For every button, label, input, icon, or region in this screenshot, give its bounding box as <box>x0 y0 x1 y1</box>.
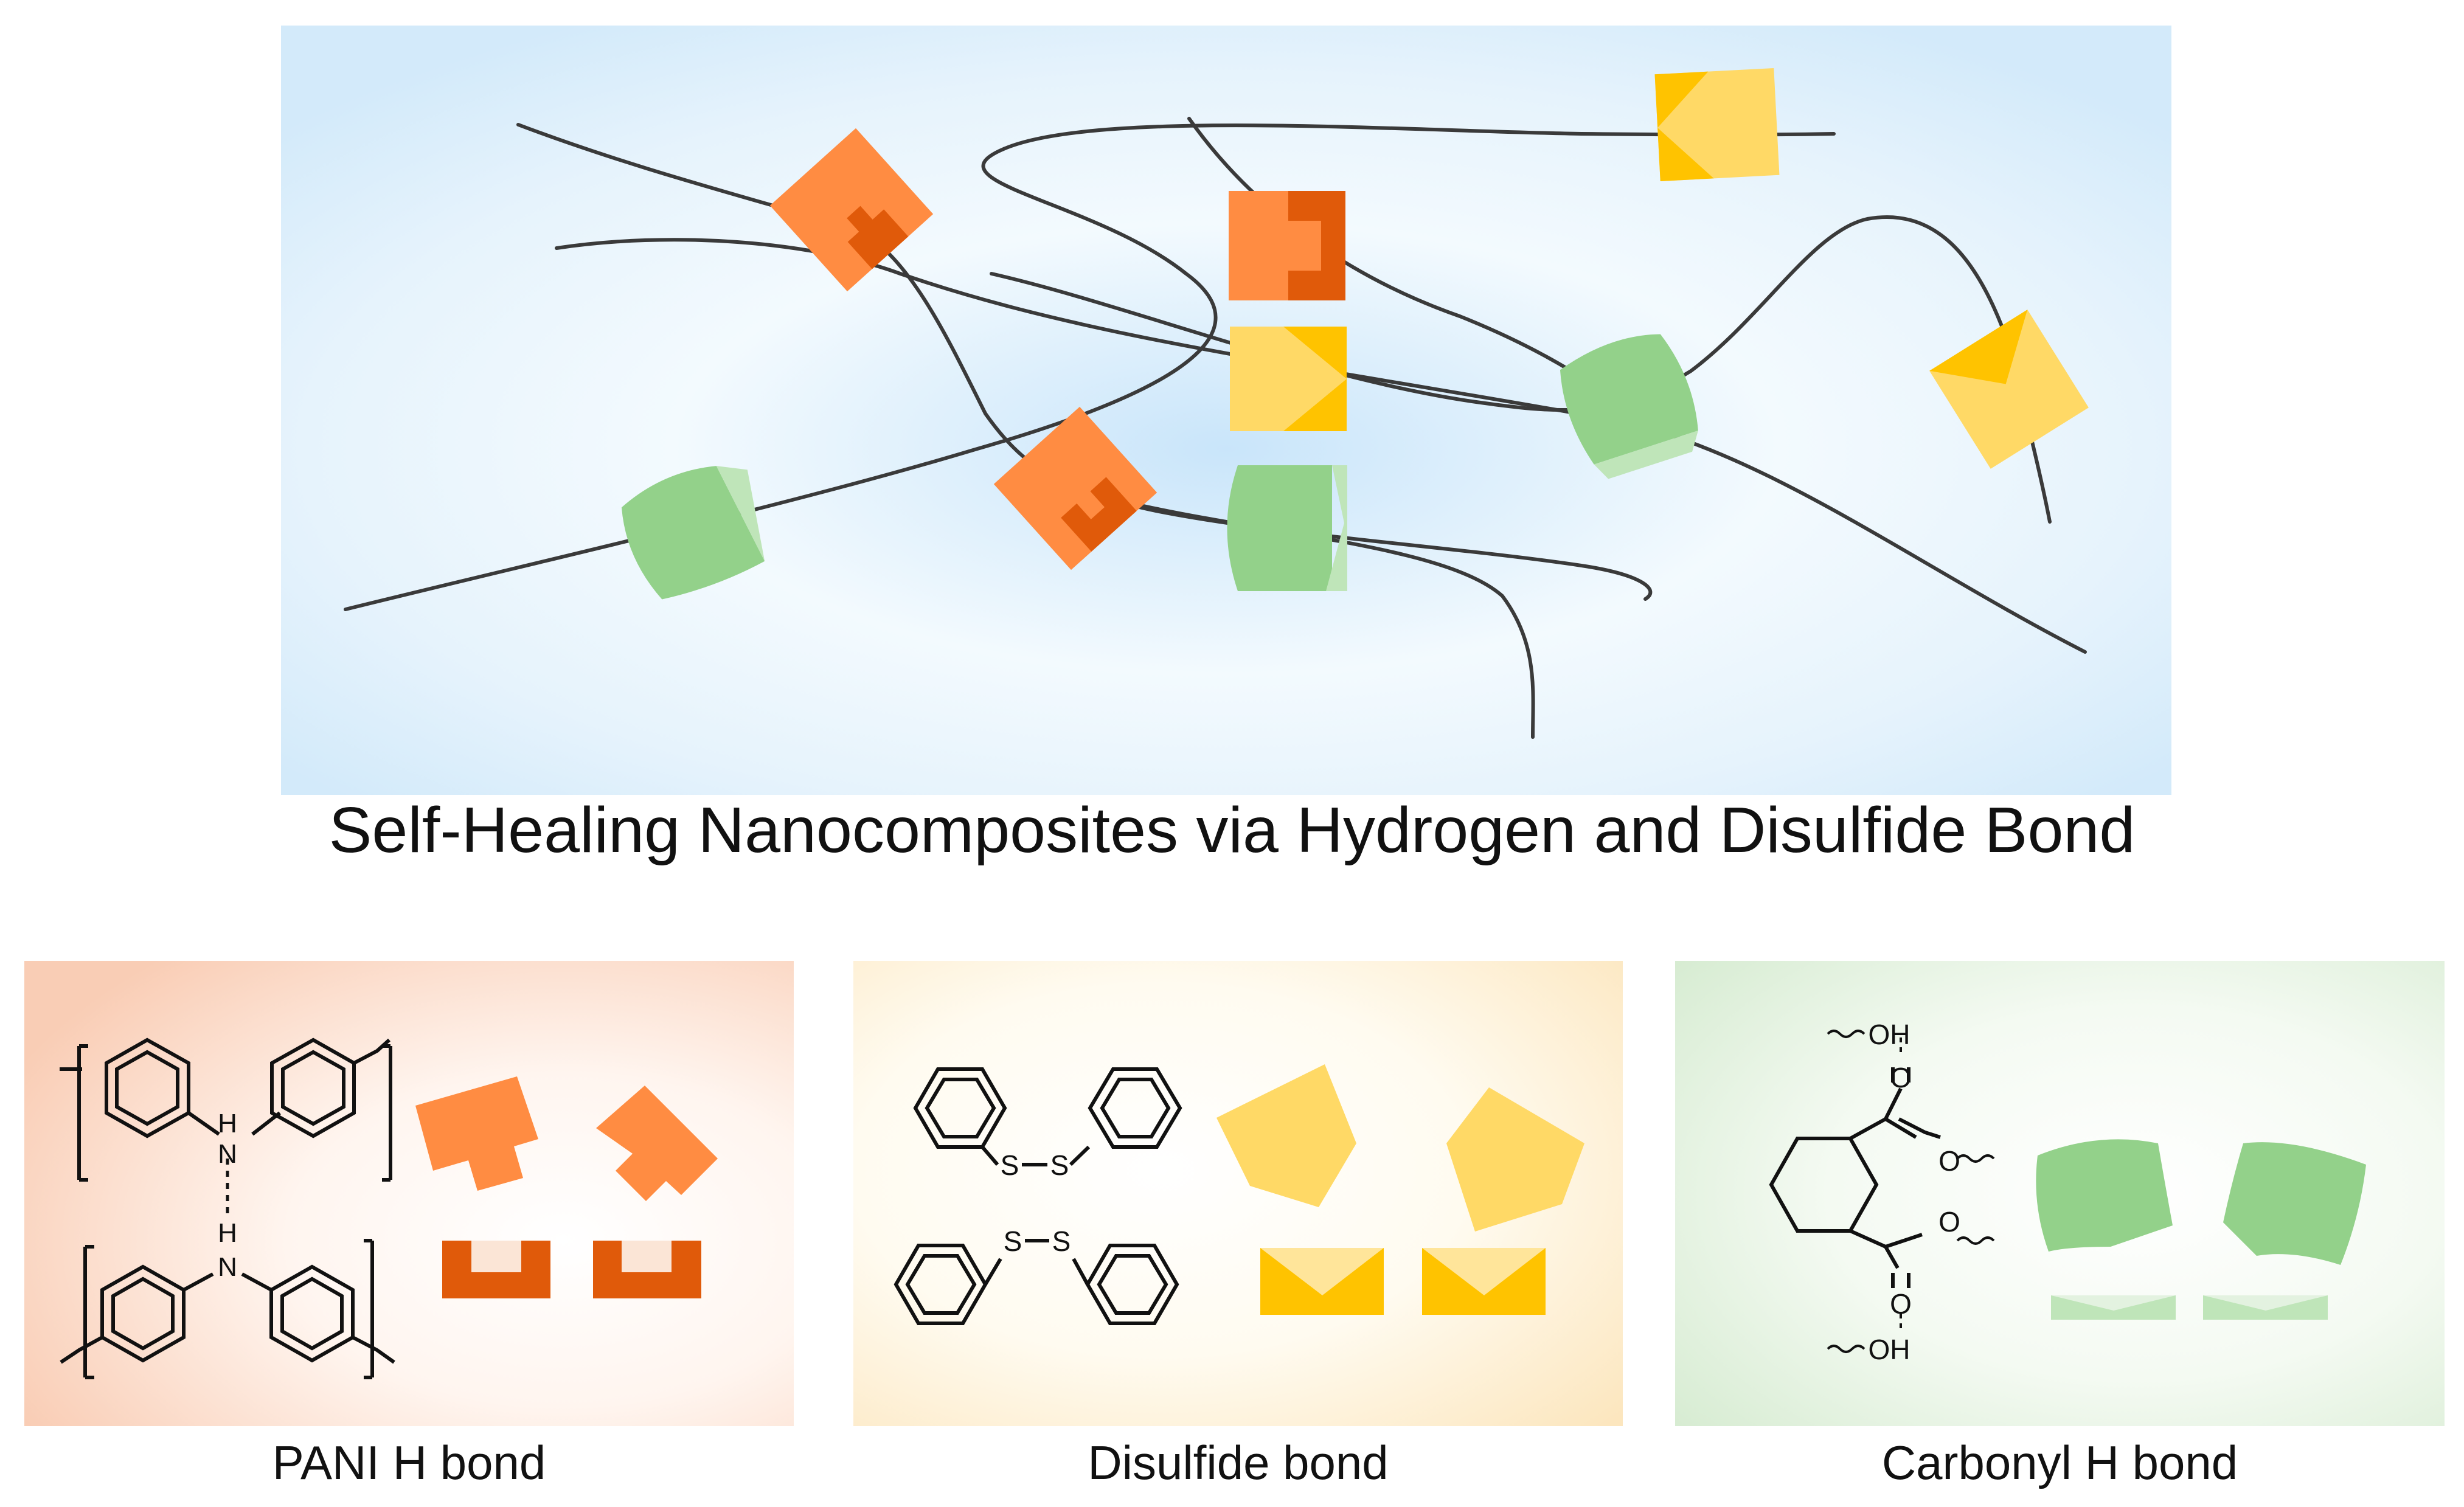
network-panel <box>281 26 2171 795</box>
disulfide-caption: Disulfide bond <box>1088 1436 1389 1489</box>
carbonyl-caption: Carbonyl H bond <box>1881 1436 2238 1489</box>
green-wedge-piece <box>2051 1295 2176 1320</box>
atom-label: O <box>1938 1206 1960 1238</box>
green-barrel-piece <box>2223 1142 2366 1265</box>
atom-label: N <box>218 1252 237 1282</box>
orange-receptor-tile <box>769 128 934 292</box>
orange-lock-piece <box>442 1241 550 1298</box>
orange-receptor-tile <box>1229 191 1345 300</box>
green-carbonyl-tile <box>1560 334 1698 479</box>
pani-panel: H N H N <box>24 961 794 1426</box>
yellow-pentagon-piece <box>1446 1087 1584 1232</box>
polymer-chain <box>344 123 1836 611</box>
disulfide-structure <box>894 1067 1182 1325</box>
atom-label: S <box>1001 1149 1019 1181</box>
atom-label: O <box>1890 1062 1912 1093</box>
yellow-disulfide-tile <box>1654 68 1780 182</box>
yellow-disulfide-tile <box>1230 327 1347 431</box>
atom-label: H <box>218 1218 237 1248</box>
green-wedge-piece <box>2203 1295 2328 1320</box>
atom-label: O <box>1938 1145 1960 1177</box>
pani-panel-background <box>24 961 794 1426</box>
atom-label: H <box>218 1109 237 1138</box>
orange-key-piece <box>415 1076 538 1191</box>
yellow-envelope-piece <box>1260 1248 1384 1315</box>
green-barrel-piece <box>2036 1139 2173 1252</box>
orange-lock-piece <box>593 1241 701 1298</box>
yellow-pentagon-piece <box>1216 1064 1356 1207</box>
carbonyl-structure <box>1769 1030 1995 1353</box>
figure-title: Self-Healing Nanocomposites via Hydrogen… <box>328 794 2136 866</box>
atom-label: S <box>1004 1225 1022 1257</box>
atom-label: S <box>1050 1149 1069 1181</box>
pani-structure <box>60 1038 395 1379</box>
atom-label: OH <box>1869 1019 1910 1050</box>
green-carbonyl-tile <box>621 466 765 600</box>
disulfide-panel: S S S S <box>853 961 1623 1426</box>
orange-key-piece <box>596 1086 718 1201</box>
green-carbonyl-tile <box>1227 465 1347 591</box>
atom-label: S <box>1052 1225 1071 1257</box>
yellow-disulfide-tile <box>1929 310 2089 469</box>
atom-label: O <box>1890 1288 1912 1320</box>
pani-caption: PANI H bond <box>272 1436 546 1489</box>
atom-label: OH <box>1869 1334 1910 1365</box>
orange-receptor-tile <box>993 406 1157 570</box>
yellow-envelope-piece <box>1422 1248 1546 1315</box>
atom-label: N <box>218 1139 237 1169</box>
carbonyl-panel: OH O O O O OH <box>1675 961 2445 1426</box>
